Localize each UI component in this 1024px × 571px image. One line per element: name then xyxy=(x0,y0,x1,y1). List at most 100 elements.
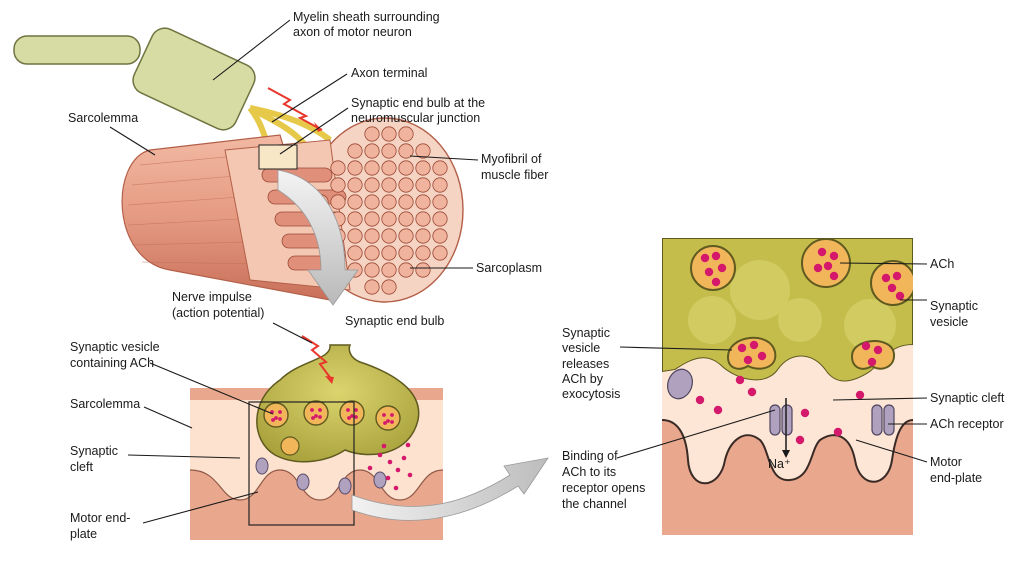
ach-dot xyxy=(311,416,315,420)
ach-dot xyxy=(817,247,827,257)
ach-dot xyxy=(387,459,393,465)
ach-dot xyxy=(813,263,823,273)
labels: Myelin sheath surrounding axon of motor … xyxy=(68,10,1005,541)
ach-dot xyxy=(743,355,753,365)
myofibril-circle xyxy=(364,143,380,159)
vesicle xyxy=(263,402,289,428)
zoom-box-mid xyxy=(248,401,355,526)
myofibril-circle xyxy=(347,160,363,176)
myofibril-circle xyxy=(364,228,380,244)
label-axon-terminal: Axon terminal xyxy=(351,66,427,80)
label-end-bulb-2: neuromuscular junction xyxy=(351,111,480,125)
ach-dot xyxy=(377,452,383,458)
ach-dot xyxy=(695,395,705,405)
ach-dot xyxy=(354,408,358,412)
myofibril-circle xyxy=(381,160,397,176)
myofibril-circle xyxy=(398,143,414,159)
myofibril-circle xyxy=(398,126,414,142)
myofibril-circle xyxy=(432,211,448,227)
myofibril-circle xyxy=(381,228,397,244)
myofibril-circle xyxy=(415,262,431,278)
label-binding-3: receptor opens xyxy=(562,481,645,495)
junction-detail xyxy=(190,335,549,540)
ach-dot xyxy=(390,413,394,417)
ach-dot xyxy=(873,345,883,355)
ach-dot xyxy=(405,442,411,448)
ach-dot xyxy=(892,271,902,281)
ach-dot xyxy=(749,340,759,350)
ach-dots-right xyxy=(695,247,905,445)
myofibril-circle xyxy=(432,177,448,193)
ach-dot xyxy=(800,408,810,418)
ach-dot xyxy=(401,455,407,461)
myofibril-circle xyxy=(398,228,414,244)
ach-dot xyxy=(704,267,714,277)
ach-dot xyxy=(386,419,390,423)
ach-dot xyxy=(795,435,805,445)
nerve-impulse-arrow-mid xyxy=(301,335,333,381)
ach-dot xyxy=(829,251,839,261)
myofibril-circle xyxy=(347,194,363,210)
ach-dots-mid xyxy=(367,442,413,491)
vesicle xyxy=(280,436,300,456)
label-motor-end-right-2: end-plate xyxy=(930,471,982,485)
myofibril-circle xyxy=(347,228,363,244)
label-sarcolemma-top: Sarcolemma xyxy=(68,111,138,125)
ach-dot xyxy=(367,465,373,471)
myofibril-circle xyxy=(330,194,346,210)
ach-dot xyxy=(713,405,723,415)
ach-dot xyxy=(390,420,394,424)
myofibril-circle xyxy=(381,126,397,142)
nerve-impulse-arrow-top xyxy=(267,87,323,131)
ach-dot xyxy=(711,277,721,287)
ach-dot xyxy=(867,357,877,367)
myofibril-circle xyxy=(364,160,380,176)
myofibril-circle xyxy=(347,143,363,159)
ach-dot xyxy=(861,341,871,351)
label-releases-3: releases xyxy=(562,357,609,371)
myofibril-circle xyxy=(364,211,380,227)
myofibril-circle xyxy=(415,194,431,210)
label-nerve-impulse-2: (action potential) xyxy=(172,306,264,320)
myofibril-circle xyxy=(415,245,431,261)
label-cleft-right: Synaptic cleft xyxy=(930,391,1005,405)
vesicle xyxy=(339,400,365,426)
vesicle xyxy=(303,400,329,426)
ach-dot xyxy=(318,408,322,412)
ach-dot xyxy=(347,416,351,420)
myofibril-circle xyxy=(398,177,414,193)
myofibril-circle xyxy=(398,194,414,210)
vesicle xyxy=(375,405,401,431)
myofibril-circle xyxy=(432,245,448,261)
ach-dot xyxy=(757,351,767,361)
end-bulb-highlight-box xyxy=(258,144,298,170)
label-releases-1: Synaptic xyxy=(562,326,610,340)
label-binding-2: ACh to its xyxy=(562,465,616,479)
ach-dot xyxy=(395,467,401,473)
myofibril-circle xyxy=(381,245,397,261)
label-synaptic-end-bulb: Synaptic end bulb xyxy=(345,314,444,328)
ach-dot xyxy=(855,390,865,400)
ach-dot xyxy=(833,427,843,437)
myofibril-circle xyxy=(398,245,414,261)
leader-lines xyxy=(109,19,928,524)
bulb-vesicles xyxy=(263,400,401,456)
myofibril-circle xyxy=(364,194,380,210)
label-myofibril-2: muscle fiber xyxy=(481,168,548,182)
ach-dot xyxy=(717,263,727,273)
myofibril-circle xyxy=(381,279,397,295)
label-sarcolemma-mid: Sarcolemma xyxy=(70,397,140,411)
myofibril-circle xyxy=(330,160,346,176)
myofibril-circle xyxy=(364,262,380,278)
myofibril-circle xyxy=(415,228,431,244)
label-binding-4: the channel xyxy=(562,497,627,511)
label-myelin-2: axon of motor neuron xyxy=(293,25,412,39)
myofibril-circle xyxy=(381,262,397,278)
myofibril-circle xyxy=(381,177,397,193)
myofibril-circle xyxy=(364,245,380,261)
myofibril-circle xyxy=(398,160,414,176)
ach-dot xyxy=(346,408,350,412)
myofibril-circle xyxy=(415,143,431,159)
ach-dot xyxy=(385,475,391,481)
